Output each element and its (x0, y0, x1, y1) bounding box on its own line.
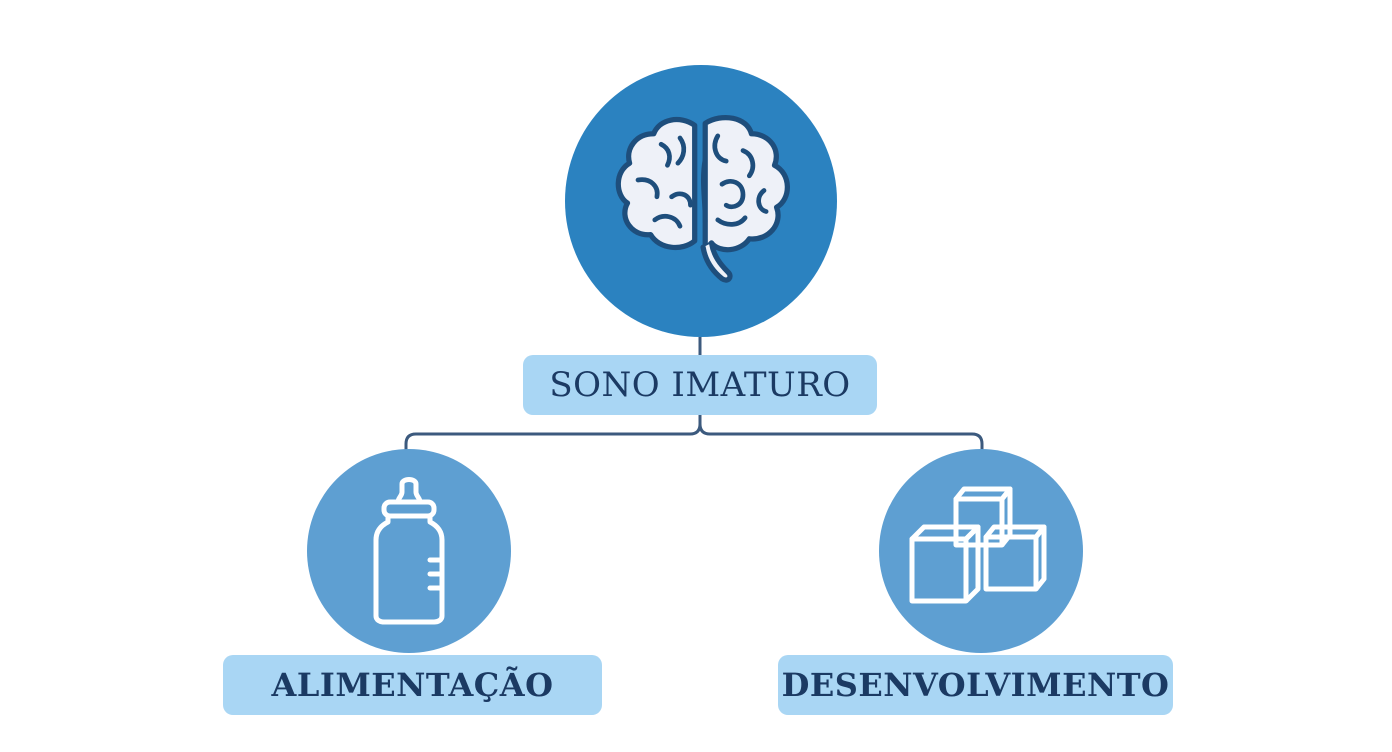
child-node-label-development: DESENVOLVIMENTO (778, 655, 1173, 715)
root-node-label: SONO IMATURO (523, 355, 877, 415)
child-node-circle-development (879, 449, 1083, 653)
connector-right (698, 415, 984, 452)
child-node-circle-feeding (307, 449, 511, 653)
baby-bottle-icon (373, 477, 445, 625)
connector-left (404, 415, 702, 452)
root-node-circle (565, 65, 837, 337)
blocks-icon (909, 486, 1047, 604)
child-node-label-feeding: ALIMENTAÇÃO (223, 655, 602, 715)
brain-icon (615, 114, 790, 283)
